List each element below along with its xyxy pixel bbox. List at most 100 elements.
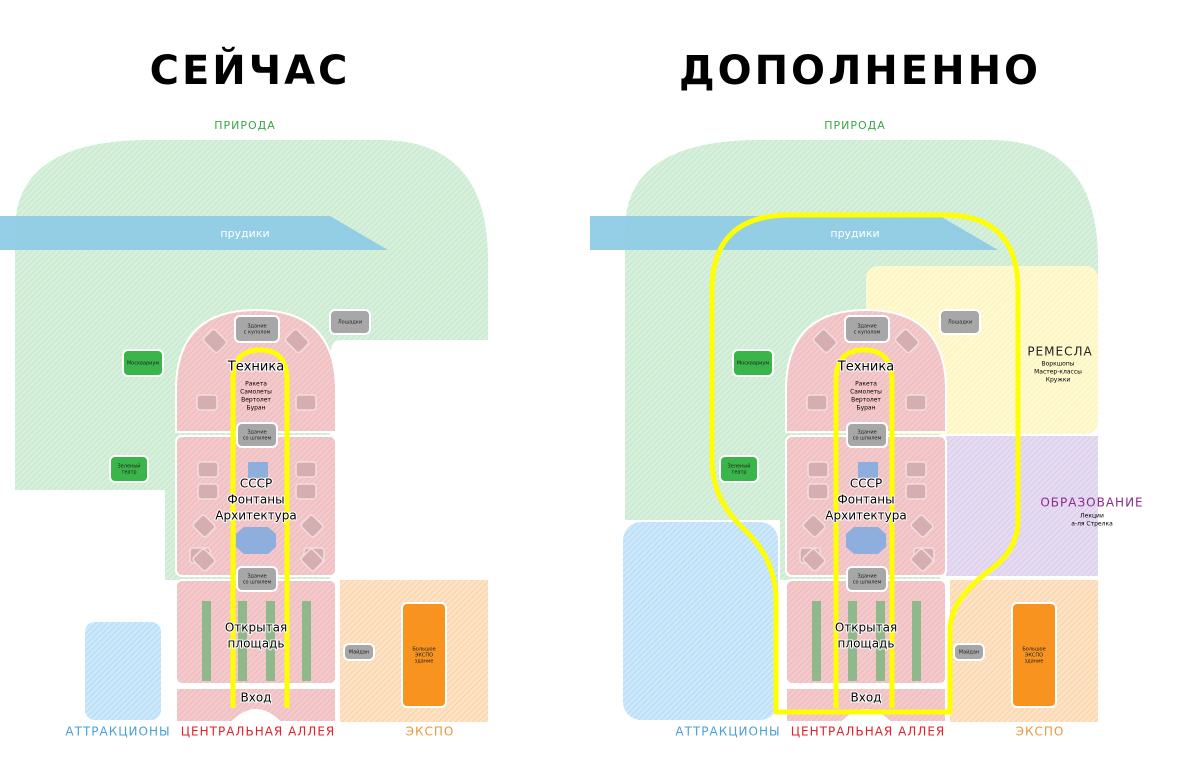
building-spire-1[interactable]: [846, 422, 888, 448]
section-entrance-label: Вход: [241, 691, 272, 705]
pavilion: [905, 483, 927, 500]
section-ussr-label: СССР: [240, 477, 272, 491]
building-horses[interactable]: [939, 309, 981, 335]
building-spire-1-label: Здание: [247, 430, 266, 436]
building-big-expo-shape: [401, 602, 447, 708]
pavilion: [295, 461, 317, 478]
pavilion-shape: [802, 548, 826, 572]
pavilion: [196, 394, 218, 411]
building-green-theater[interactable]: [719, 455, 759, 483]
title-now: СЕЙЧАС: [149, 48, 351, 94]
pavilion: [806, 394, 828, 411]
building-spire-2-shape: [846, 566, 888, 592]
pavilion: [192, 548, 216, 572]
section-open-square-label: Открытая: [835, 621, 897, 635]
zone-attractions-label: АТТРАКЦИОНЫ: [65, 725, 170, 739]
pavilion-shape: [894, 328, 920, 354]
section-ussr-label: Архитектура: [215, 509, 296, 523]
pavilion-shape: [300, 514, 324, 538]
building-horses-label: Лошадки: [338, 320, 362, 326]
building-moskvarium[interactable]: [732, 349, 774, 377]
pavilion: [905, 461, 927, 478]
building-spire-2-label: Здание: [247, 574, 266, 580]
building-maydan[interactable]: [343, 643, 375, 661]
building-dome[interactable]: [234, 315, 280, 343]
building-moskvarium[interactable]: [122, 349, 164, 377]
section-ussr-label: СССР: [850, 477, 882, 491]
section-technics-title: Техника: [227, 360, 284, 375]
building-horses[interactable]: [329, 309, 371, 335]
green-strip: [848, 601, 857, 681]
pavilion: [284, 328, 310, 354]
zone-education: [946, 436, 1098, 576]
pavilion-shape: [295, 483, 317, 500]
green-strip: [266, 601, 275, 681]
building-dome[interactable]: [844, 315, 890, 343]
pavilion-shape: [910, 548, 934, 572]
pavilion-shape: [197, 461, 219, 478]
section-open-square-label: площадь: [228, 637, 285, 651]
building-spire-2[interactable]: [236, 566, 278, 592]
section-open-square-label: Открытая: [225, 621, 287, 635]
zone-nature-label: ПРИРОДА: [824, 119, 886, 132]
section-technics-items: Буран: [246, 405, 265, 412]
building-green-theater-shape: [109, 455, 149, 483]
building-moskvarium-shape: [122, 349, 164, 377]
fountain-big: [236, 527, 276, 554]
green-strip: [876, 601, 885, 681]
pavilion: [192, 514, 216, 538]
pavilion-shape: [202, 328, 228, 354]
green-strip: [912, 601, 921, 681]
building-dome-shape: [844, 315, 890, 343]
building-horses-shape: [939, 309, 981, 335]
building-spire-2[interactable]: [846, 566, 888, 592]
section-ussr-label: Фонтаны: [227, 493, 284, 507]
pavilion-shape: [806, 394, 828, 411]
pavilion-shape: [197, 483, 219, 500]
pavilion-shape: [295, 461, 317, 478]
pavilion-shape: [802, 514, 826, 538]
building-spire-2-shape: [236, 566, 278, 592]
pavilion-shape: [300, 548, 324, 572]
building-green-theater[interactable]: [109, 455, 149, 483]
building-spire-1-label: Здание: [857, 430, 876, 436]
route-inner-now: [230, 347, 290, 708]
section-ussr-label: Фонтаны: [837, 493, 894, 507]
building-maydan-shape: [953, 643, 985, 661]
building-green-theater-shape: [719, 455, 759, 483]
pavilion: [894, 328, 920, 354]
building-spire-2-label: со шпилем: [243, 580, 272, 586]
pavilion-shape: [192, 514, 216, 538]
building-maydan-shape: [343, 643, 375, 661]
building-big-expo[interactable]: [401, 602, 447, 708]
section-ussr-label: Архитектура: [825, 509, 906, 523]
pavilion-shape: [295, 394, 317, 411]
pavilion-shape: [196, 394, 218, 411]
section-technics-items: Вертолет: [241, 397, 271, 404]
building-big-expo-label: здание: [1025, 659, 1044, 665]
section-technics-title: Техника: [837, 360, 894, 375]
building-spire-1[interactable]: [236, 422, 278, 448]
pavilion: [300, 514, 324, 538]
building-big-expo[interactable]: [1011, 602, 1057, 708]
building-spire-2-label: Здание: [857, 574, 876, 580]
zone-attractions: [623, 522, 778, 720]
building-moskvarium-label: Москвариум: [127, 361, 160, 367]
fountain-small: [248, 462, 268, 478]
building-dome-label: Здание: [857, 324, 876, 330]
building-dome-label: с куполом: [854, 330, 881, 336]
zone-central-alley-label: ЦЕНТРАЛЬНАЯ АЛЛЕЯ: [791, 725, 946, 739]
zone-ponds-label: прудики: [220, 227, 269, 240]
zone-central-alley-label: ЦЕНТРАЛЬНАЯ АЛЛЕЯ: [181, 725, 336, 739]
building-maydan[interactable]: [953, 643, 985, 661]
zone-crafts-label: РЕМЕСЛА: [1027, 345, 1092, 359]
zone-crafts-items: Мастер-классы: [1034, 369, 1082, 376]
green-strip: [238, 601, 247, 681]
title-augmented: ДОПОЛНЕННО: [678, 48, 1042, 94]
zone-nature-label: ПРИРОДА: [214, 119, 276, 132]
zone-ponds: [0, 216, 388, 250]
zone-education-label: ОБРАЗОВАНИЕ: [1040, 496, 1143, 510]
building-big-expo-label: Большое: [1022, 647, 1045, 653]
building-moskvarium-shape: [732, 349, 774, 377]
fountain-big: [846, 527, 886, 554]
